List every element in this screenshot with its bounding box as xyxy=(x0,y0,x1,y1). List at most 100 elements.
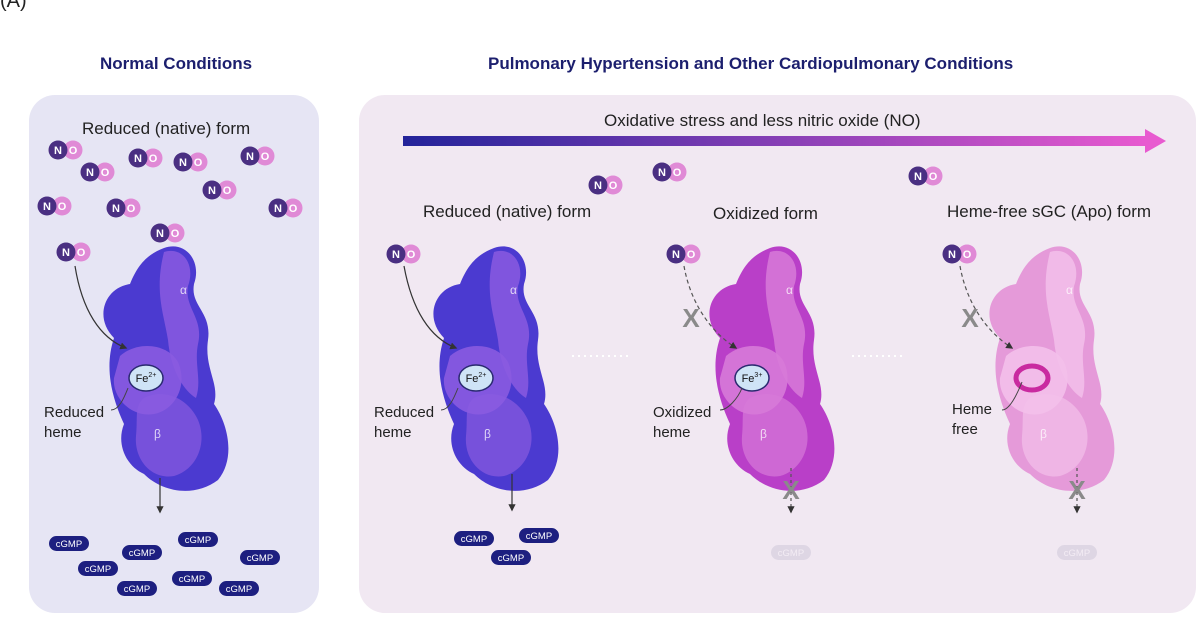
no-oxygen-letter: O xyxy=(149,153,158,165)
cgmp-pill-shape xyxy=(1057,545,1097,560)
sgc-alpha-subunit xyxy=(765,250,806,398)
no-oxygen xyxy=(95,162,115,182)
no-oxygen xyxy=(143,148,163,168)
cgmp-label: cGMP xyxy=(179,574,205,585)
cgmp-label: cGMP xyxy=(226,584,252,595)
no-oxygen-letter: O xyxy=(609,180,618,192)
heme-label-normal: Reduced heme xyxy=(44,403,104,443)
cgmp-pill-shape xyxy=(771,545,811,560)
no-nitrogen-letter: N xyxy=(134,153,142,165)
blocked-binding-arrow xyxy=(959,265,1014,349)
cgmp-pill-shape xyxy=(240,550,280,565)
no-oxygen xyxy=(255,146,275,166)
no-nitrogen xyxy=(128,148,148,168)
heme-iron-center xyxy=(128,364,164,392)
no-oxygen-letter: O xyxy=(407,249,416,261)
no-oxygen-letter: O xyxy=(101,167,110,179)
cgmp-label: cGMP xyxy=(85,564,111,575)
heme-leader-line xyxy=(110,387,129,411)
no-oxygen xyxy=(681,244,701,264)
no-oxygen-letter: O xyxy=(58,201,67,213)
state-title-apo: Heme-free sGC (Apo) form xyxy=(947,202,1152,221)
no-nitrogen-letter: N xyxy=(156,228,164,240)
no-oxygen-letter: O xyxy=(963,249,972,261)
no-oxygen-letter: O xyxy=(687,249,696,261)
iron-charge: 2+ xyxy=(148,372,156,379)
cgmp-label: cGMP xyxy=(56,539,82,550)
beta-label: β xyxy=(484,427,491,441)
alpha-label: α xyxy=(786,283,793,297)
cgmp-label: cGMP xyxy=(461,534,487,545)
no-oxygen xyxy=(667,162,687,182)
beta-label: β xyxy=(1040,427,1047,441)
beta-label: β xyxy=(154,427,161,441)
cgmp-pill: cGMP xyxy=(122,545,162,560)
no-oxygen xyxy=(165,223,185,243)
heme-label-line: free xyxy=(952,421,978,438)
cgmp-pill: cGMP xyxy=(178,532,218,547)
no-nitrogen-letter: N xyxy=(914,171,922,183)
heme-label-line: heme xyxy=(653,424,691,441)
no-oxygen xyxy=(63,140,83,160)
heme-label-oxidized: Oxidized heme xyxy=(653,403,711,443)
no-oxygen xyxy=(401,244,421,264)
heme-label-line: Oxidized xyxy=(653,404,712,421)
cgmp-pill: cGMP xyxy=(240,550,280,565)
output-blocked-mark: X xyxy=(782,475,800,505)
state-title-oxidized: Oxidized form xyxy=(713,204,818,223)
heme-label-line: Reduced xyxy=(44,404,105,421)
no-nitrogen xyxy=(240,146,260,166)
no-nitrogen xyxy=(268,198,288,218)
no-oxygen xyxy=(121,198,141,218)
heme-iron-center xyxy=(734,364,770,392)
heme-label-line: heme xyxy=(374,424,412,441)
sgc-beta-subunit xyxy=(135,394,202,477)
cgmp-pill-shape xyxy=(491,550,531,565)
no-nitrogen xyxy=(942,244,962,264)
no-nitrogen-letter: N xyxy=(43,201,51,213)
no-oxygen xyxy=(217,180,237,200)
no-nitrogen xyxy=(908,166,928,186)
no-oxygen-letter: O xyxy=(194,157,203,169)
cgmp-faded-pill: cGMP xyxy=(1057,545,1097,560)
cgmp-pill: cGMP xyxy=(78,561,118,576)
no-nitrogen-letter: N xyxy=(179,157,187,169)
normal-panel-title: Normal Conditions xyxy=(100,54,253,73)
sgc-heme-pocket xyxy=(999,345,1068,415)
iron-charge: 3+ xyxy=(754,372,762,379)
no-nitrogen-letter: N xyxy=(392,249,400,261)
no-oxygen xyxy=(188,152,208,172)
cgmp-label: cGMP xyxy=(778,548,804,559)
no-nitrogen xyxy=(173,152,193,172)
heme-leader-line xyxy=(719,387,743,411)
no-oxygen-letter: O xyxy=(127,203,136,215)
no-nitrogen-letter: N xyxy=(112,203,120,215)
cgmp-pill: cGMP xyxy=(491,550,531,565)
cgmp-pill-shape xyxy=(78,561,118,576)
state-title-reduced: Reduced (native) form xyxy=(423,202,592,221)
heme-leader-line xyxy=(440,387,459,411)
sgc-alpha-subunit xyxy=(489,250,530,398)
heme-label-line: Heme xyxy=(952,401,993,418)
no-nitrogen-letter: N xyxy=(672,249,680,261)
no-nitrogen xyxy=(37,196,57,216)
cgmp-label: cGMP xyxy=(185,535,211,546)
empty-heme-ring xyxy=(1013,363,1051,393)
no-nitrogen xyxy=(666,244,686,264)
alpha-label: α xyxy=(510,283,517,297)
no-oxygen xyxy=(603,175,623,195)
